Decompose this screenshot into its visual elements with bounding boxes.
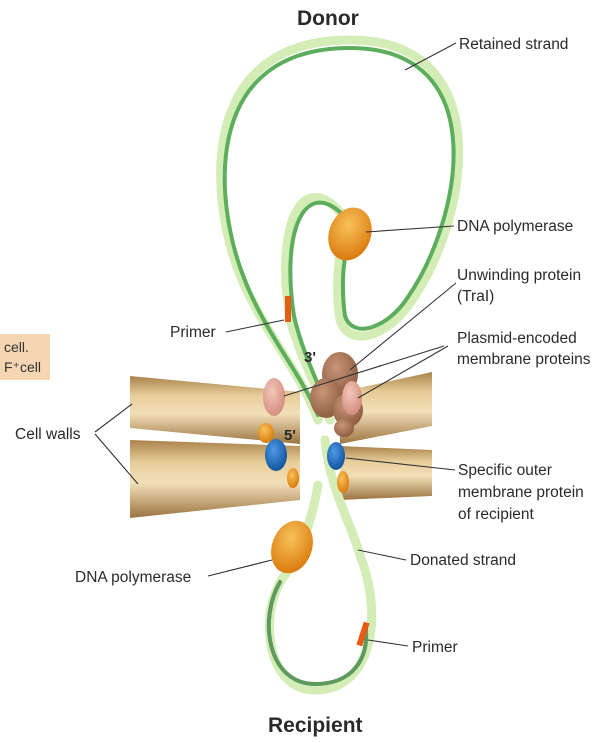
primer-donor-mark xyxy=(285,296,291,322)
label-unwinding-protein-1: Unwinding protein xyxy=(457,267,581,284)
dna-polymerase-donor-shape xyxy=(321,201,379,266)
label-outer-protein-2: membrane protein xyxy=(458,484,584,501)
label-donated-strand: Donated strand xyxy=(410,552,516,569)
label-plasmid-proteins-1: Plasmid-encoded xyxy=(457,330,577,347)
donor-title: Donor xyxy=(297,7,359,30)
leader-polymerase-recipient xyxy=(208,560,272,576)
left-edge-label-2: F⁺cell xyxy=(4,359,41,375)
plasmid-protein-left-shape xyxy=(263,378,285,416)
leader-cell-wall-top xyxy=(95,404,132,432)
label-cell-walls: Cell walls xyxy=(15,426,81,443)
label-plasmid-proteins-2: membrane proteins xyxy=(457,351,591,368)
small-protein-left-bottom xyxy=(287,468,299,488)
label-primer-recipient: Primer xyxy=(412,639,458,656)
label-outer-protein-3: of recipient xyxy=(458,506,535,523)
outer-membrane-protein-right-shape xyxy=(327,442,345,470)
left-edge-label-1: cell. xyxy=(4,339,29,355)
label-retained-strand: Retained strand xyxy=(459,36,568,53)
three-prime-label: 3' xyxy=(304,349,316,366)
label-outer-protein-1: Specific outer xyxy=(458,462,552,479)
leader-primer-recipient xyxy=(368,640,408,646)
label-dna-polymerase-recipient: DNA polymerase xyxy=(75,569,191,586)
label-dna-polymerase-donor: DNA polymerase xyxy=(457,218,573,235)
recipient-title: Recipient xyxy=(268,714,363,737)
small-protein-left-top xyxy=(258,423,274,443)
small-protein-right-bottom xyxy=(337,471,349,493)
label-primer-donor: Primer xyxy=(170,324,216,341)
label-unwinding-protein-2: (TraI) xyxy=(457,288,494,305)
leader-primer-donor xyxy=(226,320,284,332)
recipient-wall-right xyxy=(340,446,432,500)
recipient-new-strand xyxy=(269,582,366,684)
five-prime-label: 5' xyxy=(284,427,296,444)
